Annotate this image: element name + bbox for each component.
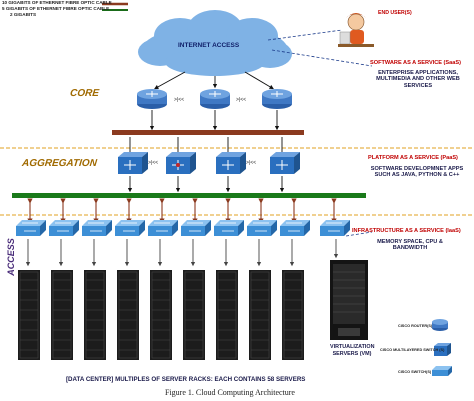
server-racks [18,270,304,360]
virtualization-server-icon [330,260,368,340]
legend-10g-label: 10 GIGABITS OF ETHERNET FIBRE OPTIC CABL… [2,0,112,5]
aggregation-bar [12,193,366,198]
server-rack [117,270,139,360]
access-switch [247,220,277,236]
access-switch [49,220,79,236]
agg-link-symbol-1: >|<< [148,160,159,166]
legend-5g-label: 5 GIGABITS OF ETHERNET FIBRE OPTIC CABLE [2,6,110,11]
core-router-1 [137,89,167,109]
access-switch [82,220,112,236]
legend-switch-icon [432,366,452,376]
access-switch [16,220,46,236]
end-user-icon [338,13,374,47]
multilayer-switch-4 [270,152,300,174]
legend-multilayer-label: CISCO MULTILAYERED SWITCH (S) [380,348,445,352]
iaas-desc: MEMORY SPACE, CPU & BANDWIDTH [377,239,443,252]
internet-cloud [138,10,292,76]
virtualization-label: VIRTUALIZATION SERVERS (VM) [330,344,375,357]
server-rack [84,270,106,360]
saas-desc: ENTERPRISE APPLICATIONS, MULTIMEDIA AND … [376,70,460,89]
legend-2g-label: 2 GIGABITS [10,12,37,17]
access-switch [181,220,211,236]
server-rack [216,270,238,360]
data-center-label: [DATA CENTER] MULTIPLES OF SERVER RACKS:… [66,376,305,383]
aggregation-label: AGGREGATION [21,158,98,169]
multilayer-switch-2 [166,152,196,174]
server-rack [18,270,40,360]
access-switch [115,220,145,236]
multilayer-switch-1 [118,152,148,174]
access-switch [280,220,310,236]
legend-router-label: CISCO ROUTER(S) [398,324,433,328]
server-rack [183,270,205,360]
data-center-prefix: [DATA CENTER] [66,376,114,383]
server-rack [51,270,73,360]
end-users-label: END USER(S) [378,10,412,16]
access-switch [214,220,244,236]
core-bar [112,130,304,135]
access-switches [16,220,350,236]
server-rack [150,270,172,360]
saas-title: SOFTWARE AS A SERVICE (SaaS) [370,60,461,66]
access-label: ACCESS [5,238,16,276]
multilayer-switch-3 [216,152,246,174]
rack-links [25,239,339,267]
legend-switch-label: CISCO SWITCH(S) [398,370,432,374]
core-link-symbol-2: >|<< [236,97,247,103]
legend-router-icon [432,319,448,331]
cloud-label: INTERNET ACCESS [178,42,240,49]
paas-desc: SOFTWARE DEVELOPMNET APPS SUCH AS JAVA, … [370,166,464,179]
access-uplinks [27,198,337,224]
access-switch [148,220,178,236]
core-label: CORE [69,88,100,99]
server-rack [249,270,271,360]
core-link-symbol-1: >|<< [174,97,185,103]
legend-multilayer-icon [434,343,451,356]
core-router-3 [262,89,292,109]
data-center-text: MULTIPLES OF SERVER RACKS: EACH CONTAINS… [115,376,306,383]
core-router-2 [200,89,230,109]
server-rack [282,270,304,360]
access-switch [320,220,350,236]
figure-caption: Figure 1. Cloud Computing Architecture [165,388,295,397]
paas-title: PLATFORM AS A SERVICE (PaaS) [368,155,458,161]
agg-link-symbol-2: >|<< [246,160,257,166]
iaas-title: INFRASTRUCTURE AS A SERVICE (IaaS) [352,228,461,234]
